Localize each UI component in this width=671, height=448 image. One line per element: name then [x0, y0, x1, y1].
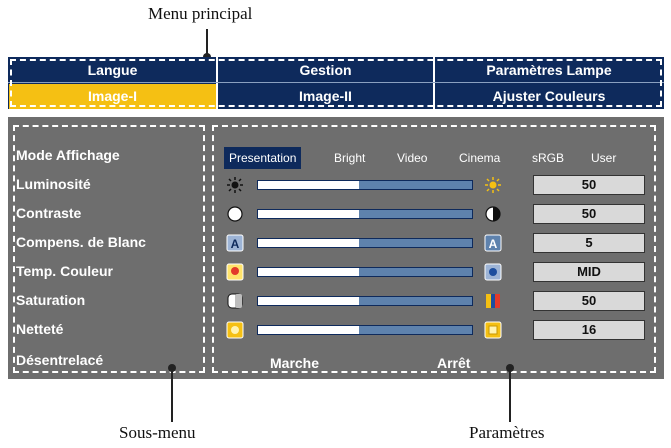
compens-blanc-slider[interactable]	[257, 238, 473, 248]
color-temp-high-icon	[484, 263, 502, 281]
temp-couleur-slider[interactable]	[257, 267, 473, 277]
submenu-item-contraste[interactable]: Contraste	[16, 205, 82, 221]
mode-video[interactable]: Video	[397, 151, 428, 165]
tab-gestion[interactable]: Gestion	[218, 58, 433, 83]
nettete-slider-fill	[358, 326, 472, 334]
deinterlace-marche[interactable]: Marche	[270, 355, 320, 371]
mode-srgb[interactable]: sRGB	[532, 151, 565, 165]
main-menu: Langue Gestion Paramètres Lampe Image-I …	[8, 57, 664, 109]
nettete-value: 16	[533, 320, 645, 340]
svg-text:A: A	[489, 237, 498, 251]
sharpness-high-icon	[484, 321, 502, 339]
compens-blanc-slider-fill	[358, 239, 472, 247]
temp-couleur-slider-fill	[358, 268, 472, 276]
luminosite-value: 50	[533, 175, 645, 195]
parameters-pointer-line	[509, 368, 511, 422]
parameters-callout: Paramètres	[469, 423, 545, 442]
deinterlace-arret[interactable]: Arrêt	[437, 355, 471, 371]
tab-divider	[433, 57, 435, 109]
sun-bright-icon	[485, 177, 501, 193]
contrast-low-icon	[227, 206, 243, 222]
contraste-value: 50	[533, 204, 645, 224]
tab-ajuster-couleurs[interactable]: Ajuster Couleurs	[435, 84, 663, 109]
tab-divider	[216, 57, 218, 109]
mode-user[interactable]: User	[591, 151, 617, 165]
tab-image-i[interactable]: Image-I	[9, 84, 216, 109]
luminosite-slider-fill	[358, 181, 472, 189]
contraste-slider-fill	[358, 210, 472, 218]
sun-dim-icon	[227, 177, 243, 193]
submenu-item-temp-couleur[interactable]: Temp. Couleur	[16, 263, 113, 279]
contrast-high-icon	[485, 206, 501, 222]
display-mode-selector: Presentation Bright Video Cinema sRGB Us…	[0, 147, 671, 169]
submenu-item-nettete[interactable]: Netteté	[16, 321, 64, 337]
saturation-slider-fill	[358, 297, 472, 305]
contraste-slider[interactable]	[257, 209, 473, 219]
luminosite-slider[interactable]	[257, 180, 473, 190]
sharpness-low-icon	[226, 321, 244, 339]
mode-cinema[interactable]: Cinema	[459, 151, 501, 165]
tab-row-divider	[8, 82, 664, 83]
tab-image-ii[interactable]: Image-II	[218, 84, 433, 109]
white-balance-high-icon: A	[484, 234, 502, 252]
submenu-item-luminosite[interactable]: Luminosité	[16, 176, 91, 192]
saturation-slider[interactable]	[257, 296, 473, 306]
submenu-callout: Sous-menu	[119, 423, 196, 442]
saturation-low-icon	[227, 293, 243, 309]
mode-bright[interactable]: Bright	[334, 151, 366, 165]
saturation-value: 50	[533, 291, 645, 311]
color-temp-low-icon	[226, 263, 244, 281]
main-menu-callout: Menu principal	[148, 4, 253, 23]
tab-parametres-lampe[interactable]: Paramètres Lampe	[435, 58, 663, 83]
main-menu-pointer-line	[206, 29, 208, 57]
saturation-high-icon	[486, 294, 500, 308]
compens-blanc-value: 5	[533, 233, 645, 253]
mode-presentation[interactable]: Presentation	[224, 147, 302, 169]
nettete-slider[interactable]	[257, 325, 473, 335]
temp-couleur-value: MID	[533, 262, 645, 282]
submenu-item-saturation[interactable]: Saturation	[16, 292, 86, 308]
submenu-item-compens-blanc[interactable]: Compens. de Blanc	[16, 234, 146, 250]
submenu-pointer-line	[171, 368, 173, 422]
submenu-item-desentrelace[interactable]: Désentrelacé	[16, 352, 104, 368]
white-balance-low-icon: A	[226, 234, 244, 252]
tab-langue[interactable]: Langue	[9, 58, 216, 83]
svg-text:A: A	[231, 237, 240, 251]
submenu-item-mode-affichage[interactable]: Mode Affichage	[16, 147, 120, 163]
